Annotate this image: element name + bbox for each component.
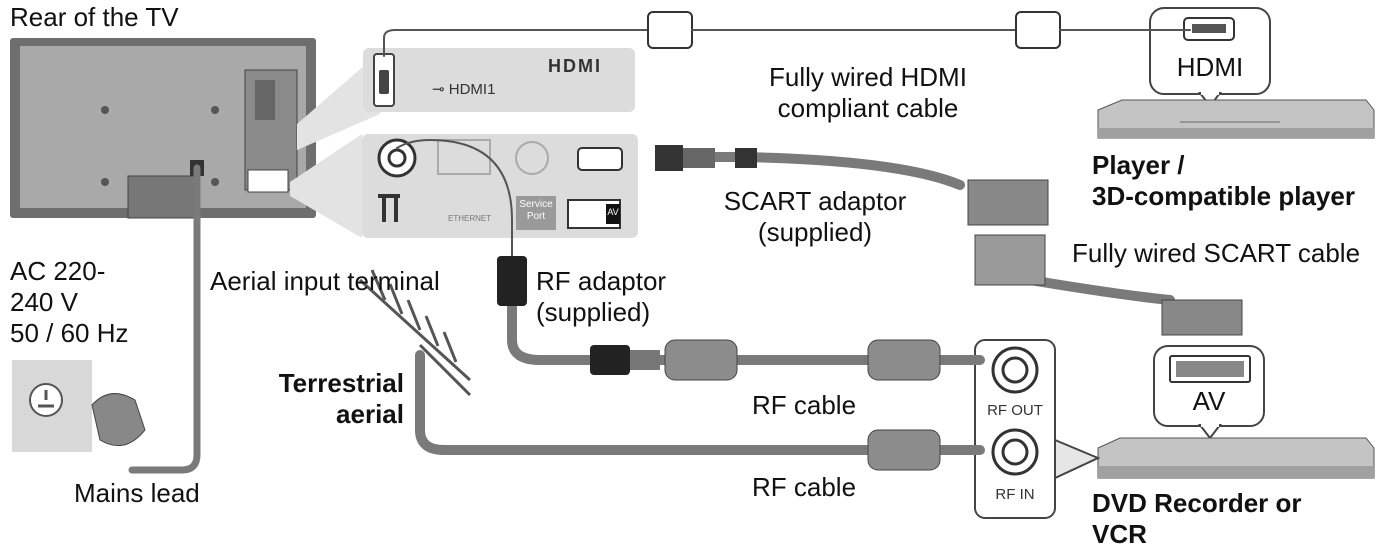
aerial-input-label: Aerial input terminal	[210, 266, 440, 296]
av-small-port-label: AV	[607, 207, 619, 217]
hdmi-cable-label: Fully wired HDMI compliant cable	[748, 62, 988, 124]
rf-out-label: RF OUT	[987, 402, 1043, 419]
dvd-recorder-label: DVD Recorder or VCR	[1092, 488, 1302, 550]
service-port-line-2: Port	[526, 211, 546, 222]
scart-adaptor-line-1: SCART adaptor	[723, 186, 907, 216]
rf-in-label: RF IN	[995, 486, 1035, 503]
dvd-recorder-line-2: VCR	[1092, 519, 1147, 549]
dvd-recorder-line-1: DVD Recorder or	[1092, 488, 1302, 518]
power-spec-line-1: AC 220-	[10, 256, 106, 286]
rf-cable-top-label: RF cable	[752, 390, 857, 420]
rf-adaptor-label: RF adaptor (supplied)	[536, 266, 666, 328]
dvd-recorder-device	[974, 339, 1375, 519]
rf-adaptor-line-2: (supplied)	[536, 297, 651, 327]
player-hdmi-port-label: HDMI	[1176, 52, 1244, 82]
player-line-2: 3D-compatible player	[1092, 181, 1355, 211]
hdmi1-port-label: ⊸ HDMI1	[432, 80, 495, 98]
tv-rear	[10, 38, 316, 219]
aerial-antenna-icon	[358, 269, 472, 397]
rear-of-tv-label: Rear of the TV	[10, 2, 179, 32]
av-port-label: AV	[1192, 386, 1226, 416]
hdmi-input-arrow-icon: ⊸	[432, 81, 445, 98]
hdmi-panel	[363, 48, 635, 112]
rf-cable-bottom-label: RF cable	[752, 472, 857, 502]
player-line-1: Player /	[1092, 150, 1185, 180]
hdmi1-text: HDMI1	[448, 81, 496, 98]
terrestrial-aerial-label: Terrestrial aerial	[258, 368, 404, 430]
hdmi-logo: HDMI	[548, 56, 602, 76]
scart-cable-label: Fully wired SCART cable	[1072, 238, 1361, 268]
mains-lead-label: Mains lead	[74, 478, 200, 508]
scart-adaptor-line-2: (supplied)	[757, 217, 873, 247]
ethernet-port-label: ETHERNET	[448, 214, 492, 223]
service-port-line-1: Service	[519, 199, 553, 210]
wall-socket-icon	[12, 360, 146, 452]
rf-adaptor-line-1: RF adaptor	[536, 266, 667, 296]
hdmi-cable-line-2: compliant cable	[777, 93, 959, 123]
hdmi-cable-line-1: Fully wired HDMI	[769, 62, 967, 92]
player-label: Player / 3D-compatible player	[1092, 150, 1355, 212]
service-port-label: Service Port	[516, 199, 556, 223]
hdmi-callout-wedge	[297, 52, 380, 150]
power-spec-label: AC 220- 240 V 50 / 60 Hz	[10, 256, 129, 349]
power-spec-line-3: 50 / 60 Hz	[10, 318, 129, 348]
scart-adaptor-label: SCART adaptor (supplied)	[700, 186, 930, 248]
ports-callout-wedge	[290, 134, 362, 238]
connectors	[497, 145, 1243, 471]
cables	[128, 11, 1191, 474]
terrestrial-aerial-line-2: aerial	[336, 399, 404, 429]
terrestrial-aerial-line-1: Terrestrial	[278, 368, 404, 398]
ports-panel	[362, 134, 638, 238]
power-spec-line-2: 240 V	[10, 287, 78, 317]
